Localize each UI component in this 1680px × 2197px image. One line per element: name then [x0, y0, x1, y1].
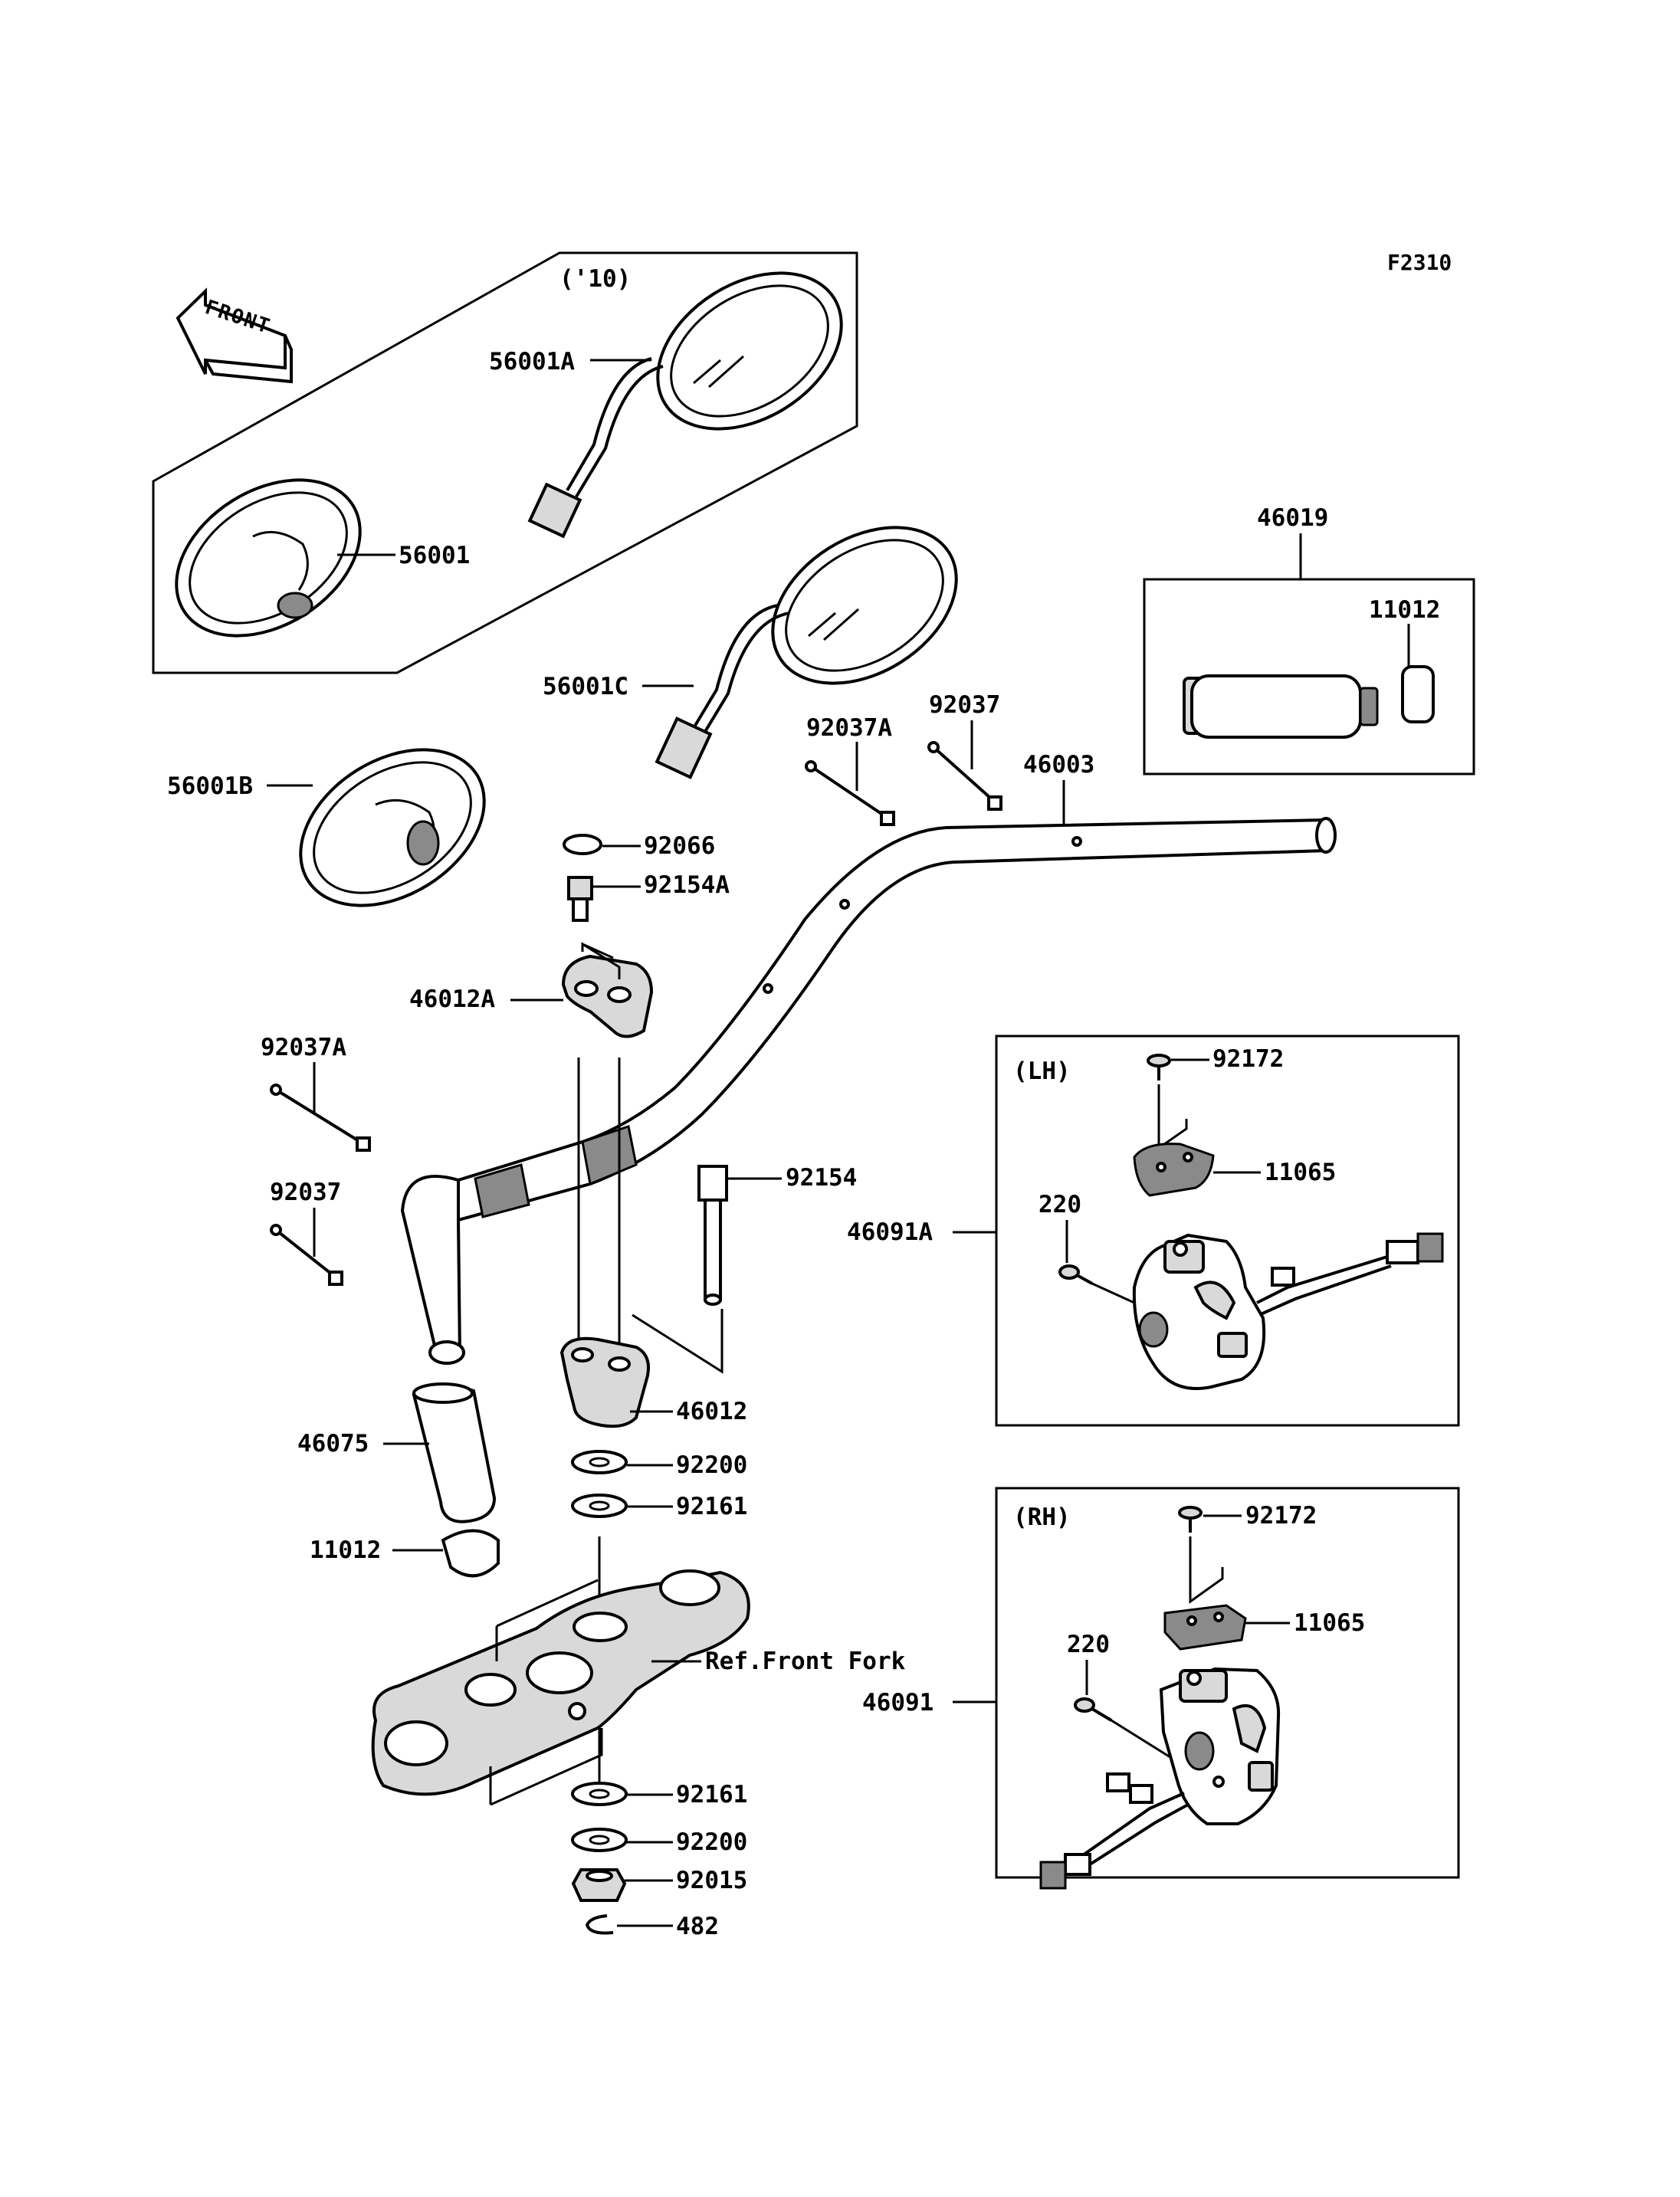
mirror-56001: [175, 478, 362, 638]
mirror-56001c: [655, 526, 958, 779]
part-92200-bottom: 92200: [676, 1828, 747, 1856]
part-92161-top: 92161: [676, 1493, 747, 1520]
switch-housing-46091: [1039, 1667, 1281, 1890]
screw-92172-lh: [1147, 1054, 1171, 1080]
part-92154A: 92154A: [644, 871, 730, 899]
part-46091: 46091: [862, 1689, 934, 1717]
handlebar-46003: [400, 817, 1337, 1365]
part-92037A-top: 92037A: [806, 714, 892, 742]
cable-tie-92037-top: [927, 741, 1002, 811]
grip-group-box: [1143, 578, 1475, 776]
cable-tie-92037a-top: [805, 760, 895, 826]
bolt-92154: [697, 1165, 728, 1306]
part-92066: 92066: [644, 832, 715, 860]
cap-92066: [563, 834, 602, 855]
end-cap-11012-top: [1401, 665, 1435, 723]
circlip-482: [585, 1914, 614, 1935]
part-92037-top: 92037: [929, 691, 1000, 719]
year-group-label: ('10): [559, 265, 631, 293]
part-56001B: 56001B: [167, 772, 253, 800]
part-92015: 92015: [676, 1867, 747, 1894]
grip-46075: [412, 1382, 497, 1523]
washer-92200-top: [571, 1450, 628, 1474]
part-11012-top: 11012: [1369, 596, 1440, 624]
part-220-lh: 220: [1039, 1191, 1081, 1218]
washer-92161-bottom: [571, 1782, 628, 1806]
part-11012-left: 11012: [310, 1536, 381, 1564]
part-56001: 56001: [399, 542, 470, 569]
part-46012: 46012: [676, 1398, 747, 1425]
part-46075: 46075: [297, 1430, 369, 1458]
cable-tie-92037-left: [270, 1224, 343, 1286]
screw-92172-rh: [1178, 1506, 1203, 1533]
part-92172-rh: 92172: [1245, 1502, 1317, 1530]
part-92037A-left: 92037A: [261, 1034, 346, 1061]
screw-220-lh: [1058, 1264, 1093, 1285]
rh-group-label: (RH): [1013, 1503, 1071, 1531]
ref-front-fork-label: Ref.Front Fork: [705, 1648, 906, 1675]
part-46091A: 46091A: [847, 1218, 933, 1246]
end-cap-11012-left: [441, 1529, 500, 1578]
part-11065-lh: 11065: [1265, 1159, 1336, 1186]
washer-92161-top: [571, 1494, 628, 1518]
triple-clamp: [371, 1569, 750, 1796]
washer-92200-bottom: [571, 1828, 628, 1852]
part-220-rh: 220: [1067, 1631, 1110, 1658]
cable-tie-92037a-left: [270, 1084, 371, 1152]
throttle-grip-46019: [1183, 674, 1379, 739]
part-482: 482: [676, 1913, 719, 1940]
screw-220-rh: [1074, 1697, 1113, 1722]
part-92172-lh: 92172: [1212, 1045, 1284, 1073]
front-arrow-icon: FRONT: [176, 287, 293, 384]
year-group-box: [152, 251, 858, 674]
part-56001A: 56001A: [489, 348, 575, 375]
part-92037-left: 92037: [270, 1179, 341, 1206]
part-92161-bottom: 92161: [676, 1781, 747, 1808]
part-56001C: 56001C: [543, 673, 628, 700]
clamp-46012a: [561, 954, 654, 1038]
lh-group-label: (LH): [1013, 1058, 1071, 1085]
mirror-56001b: [299, 748, 486, 907]
switch-cover-11065-lh: [1133, 1143, 1215, 1197]
lh-switch-group-box: [995, 1035, 1460, 1427]
part-11065-rh: 11065: [1294, 1609, 1365, 1637]
part-92154: 92154: [786, 1164, 857, 1192]
nut-92015: [571, 1868, 627, 1902]
part-46019: 46019: [1257, 504, 1328, 532]
diagram-code: F2310: [1387, 250, 1452, 275]
bolt-92154a: [567, 876, 593, 922]
part-92200-top: 92200: [676, 1451, 747, 1479]
part-46012A: 46012A: [409, 985, 495, 1013]
switch-housing-46091a: [1132, 1232, 1444, 1390]
clamp-46012: [559, 1336, 650, 1428]
rh-switch-group-box: [995, 1487, 1460, 1879]
mirror-56001a: [527, 271, 843, 539]
part-46003: 46003: [1023, 751, 1094, 779]
switch-cover-11065-rh: [1163, 1604, 1247, 1651]
